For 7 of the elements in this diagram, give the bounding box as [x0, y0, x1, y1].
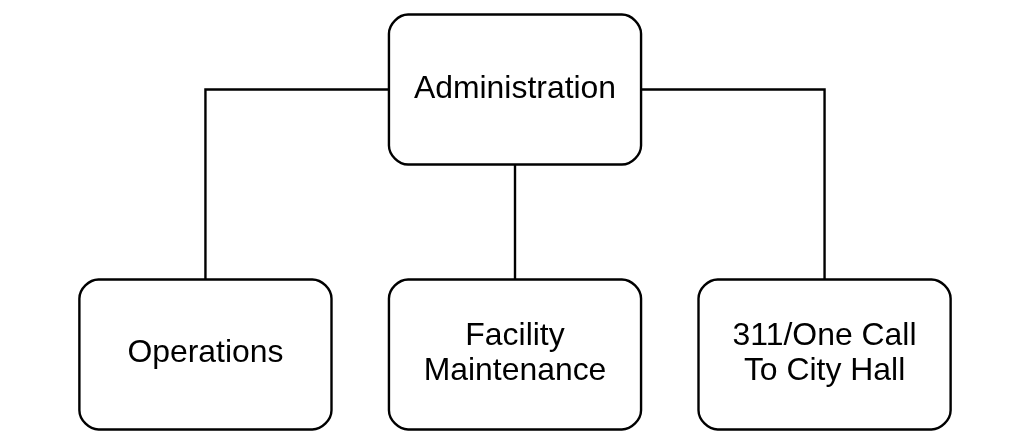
connector [203, 88, 389, 280]
node-box: 311/One Call To City Hall [696, 278, 952, 431]
node-box: Operations [77, 278, 333, 431]
connector [513, 164, 516, 280]
connector [640, 88, 826, 280]
node-box: Facility Maintenance [387, 278, 642, 431]
node-box: Administration [387, 13, 642, 166]
